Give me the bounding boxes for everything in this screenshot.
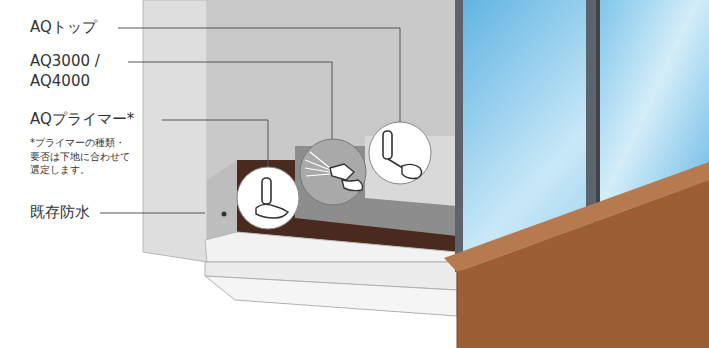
wood-edge	[457, 272, 458, 348]
slab-base	[205, 276, 457, 316]
door-frame	[455, 0, 463, 272]
primer-detail	[237, 167, 299, 229]
door-mullion	[596, 0, 600, 220]
roller-detail	[369, 122, 431, 184]
door-mullion	[586, 0, 596, 222]
part-label: 既存防水	[30, 202, 110, 222]
spray-detail	[300, 139, 366, 205]
wall-side	[143, 0, 207, 262]
leader-lines	[100, 28, 400, 213]
wood-sill-front	[457, 180, 709, 348]
part-label: AQプライマー*	[30, 109, 160, 129]
leader-dot	[222, 212, 227, 217]
part-label: AQトップ	[30, 17, 118, 37]
floor-slab	[205, 232, 457, 262]
parapet-shadow	[207, 160, 237, 240]
note-text: *プライマーの種類・ 要否は下地に合わせて 選定します。	[30, 136, 142, 177]
part-label: AQ3000 / AQ4000	[30, 51, 120, 92]
